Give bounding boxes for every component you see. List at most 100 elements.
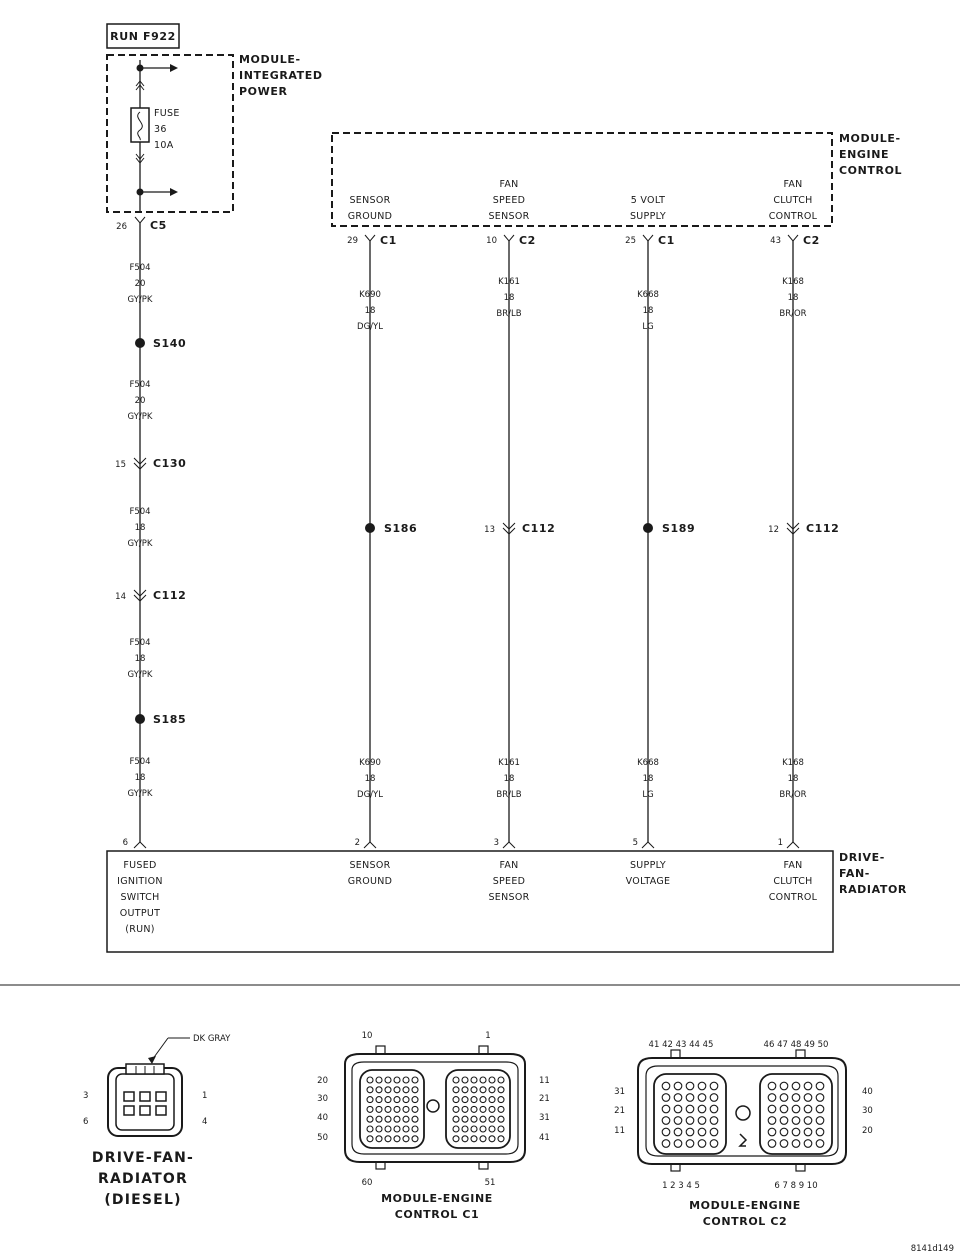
connector-pin — [791, 1104, 801, 1114]
connector-pin — [402, 1086, 410, 1094]
connector-pin — [497, 1135, 505, 1143]
connector-pin — [375, 1115, 383, 1123]
connector-pin — [470, 1135, 478, 1143]
svg-text:1: 1 — [202, 1091, 207, 1101]
svg-text:INTEGRATED: INTEGRATED — [239, 69, 323, 82]
svg-text:GROUND: GROUND — [348, 876, 393, 887]
svg-text:C1: C1 — [658, 234, 675, 247]
connector-pin — [366, 1086, 374, 1094]
connector-pin — [673, 1127, 683, 1137]
wire-f504-seg3-label: F504 18 GY/PK — [128, 507, 153, 549]
connector-pin — [461, 1135, 469, 1143]
run-label-box — [106, 23, 180, 49]
connector-pin — [661, 1104, 671, 1114]
svg-text:SPEED: SPEED — [493, 195, 526, 206]
connector-pin — [461, 1105, 469, 1113]
svg-text:FAN: FAN — [783, 860, 802, 871]
connector-pin — [767, 1093, 777, 1102]
connector-pin — [470, 1105, 478, 1113]
svg-text:31: 31 — [539, 1113, 550, 1123]
svg-text:18: 18 — [365, 774, 376, 784]
connector-pin — [815, 1116, 825, 1125]
svg-text:18: 18 — [788, 774, 799, 784]
svg-text:BR/LB: BR/LB — [496, 309, 521, 319]
connector-pin — [803, 1104, 813, 1114]
connector-pin — [709, 1139, 719, 1148]
connector-pin — [673, 1139, 683, 1148]
connector-pin — [366, 1135, 374, 1143]
svg-text:18: 18 — [365, 306, 376, 316]
svg-text:CLUTCH: CLUTCH — [773, 876, 812, 887]
svg-text:GY/PK: GY/PK — [128, 670, 153, 680]
connector-pin — [488, 1135, 496, 1143]
connector-pin — [497, 1096, 505, 1104]
svg-text:ENGINE: ENGINE — [839, 148, 889, 161]
svg-text:S186: S186 — [384, 522, 417, 535]
connector-c112-left: 14 C112 — [115, 589, 186, 602]
module-integrated-power-label: MODULE- INTEGRATED POWER — [239, 53, 323, 98]
svg-text:FAN: FAN — [499, 860, 518, 871]
svg-text:20: 20 — [135, 279, 146, 289]
connector-pin — [375, 1096, 383, 1104]
connector-pin — [461, 1096, 469, 1104]
svg-text:6 7 8 9 10: 6 7 8 9 10 — [774, 1181, 817, 1191]
wire-f504-seg1-label: F504 20 GY/PK — [128, 263, 153, 305]
drive-fan-func-fan-speed-sensor: FAN SPEED SENSOR — [488, 860, 529, 903]
svg-text:30: 30 — [862, 1106, 873, 1116]
connector-pin — [470, 1115, 478, 1123]
svg-text:50: 50 — [317, 1133, 328, 1143]
connector-pin — [767, 1127, 777, 1137]
svg-text:MODULE-: MODULE- — [239, 53, 301, 66]
connector-pin — [803, 1081, 813, 1091]
svg-text:MODULE-ENGINE: MODULE-ENGINE — [381, 1192, 493, 1205]
svg-text:SENSOR: SENSOR — [488, 892, 529, 903]
connector-pin — [411, 1135, 419, 1143]
connector-pin — [461, 1086, 469, 1094]
connector-pin — [803, 1127, 813, 1137]
c1-pin-grid-right — [452, 1076, 505, 1143]
svg-text:40: 40 — [862, 1087, 873, 1097]
connector-pin — [375, 1135, 383, 1143]
connector-pin — [452, 1125, 460, 1133]
svg-text:18: 18 — [643, 774, 654, 784]
connector-pin — [384, 1076, 392, 1084]
fuse-symbol — [130, 107, 150, 143]
splice-s140: S140 — [135, 337, 186, 350]
svg-text:F504: F504 — [129, 263, 150, 273]
connector-pin — [779, 1104, 789, 1114]
connector-pin — [685, 1093, 695, 1102]
connector-pin — [393, 1105, 401, 1113]
svg-text:SENSOR: SENSOR — [349, 860, 390, 871]
svg-text:43: 43 — [770, 236, 781, 246]
connector-pin — [452, 1135, 460, 1143]
svg-text:DG/YL: DG/YL — [357, 322, 383, 332]
svg-text:20: 20 — [317, 1076, 328, 1086]
svg-text:SWITCH: SWITCH — [120, 892, 159, 903]
connector-pin — [661, 1093, 671, 1102]
svg-text:14: 14 — [115, 592, 126, 602]
connector-pin — [697, 1093, 707, 1102]
connector-pin — [673, 1093, 683, 1102]
connector-view-drive-fan-radiator: DK GRAY 3 1 6 4 DRIVE-FAN- RADIATOR (DIE… — [83, 1034, 231, 1208]
svg-text:6: 6 — [83, 1117, 88, 1127]
svg-text:20: 20 — [135, 396, 146, 406]
svg-text:IGNITION: IGNITION — [117, 876, 163, 887]
connector-pin — [697, 1139, 707, 1148]
connector-pin — [779, 1127, 789, 1137]
svg-text:GY/PK: GY/PK — [128, 539, 153, 549]
connector-pin — [697, 1127, 707, 1137]
connector-pin — [384, 1135, 392, 1143]
connector-pin — [803, 1139, 813, 1148]
connector-pin — [779, 1139, 789, 1148]
svg-text:F504: F504 — [129, 507, 150, 517]
svg-text:18: 18 — [135, 523, 146, 533]
connector-pin — [402, 1096, 410, 1104]
connector-pin — [815, 1104, 825, 1114]
circuit-5-volt-supply: 5 VOLT SUPPLY 25 C1 K668 18 LG S189 K668… — [625, 195, 695, 849]
svg-text:11: 11 — [614, 1126, 625, 1136]
svg-text:26: 26 — [116, 222, 127, 232]
connector-pin — [452, 1096, 460, 1104]
connector-pin — [779, 1093, 789, 1102]
svg-text:C2: C2 — [519, 234, 536, 247]
